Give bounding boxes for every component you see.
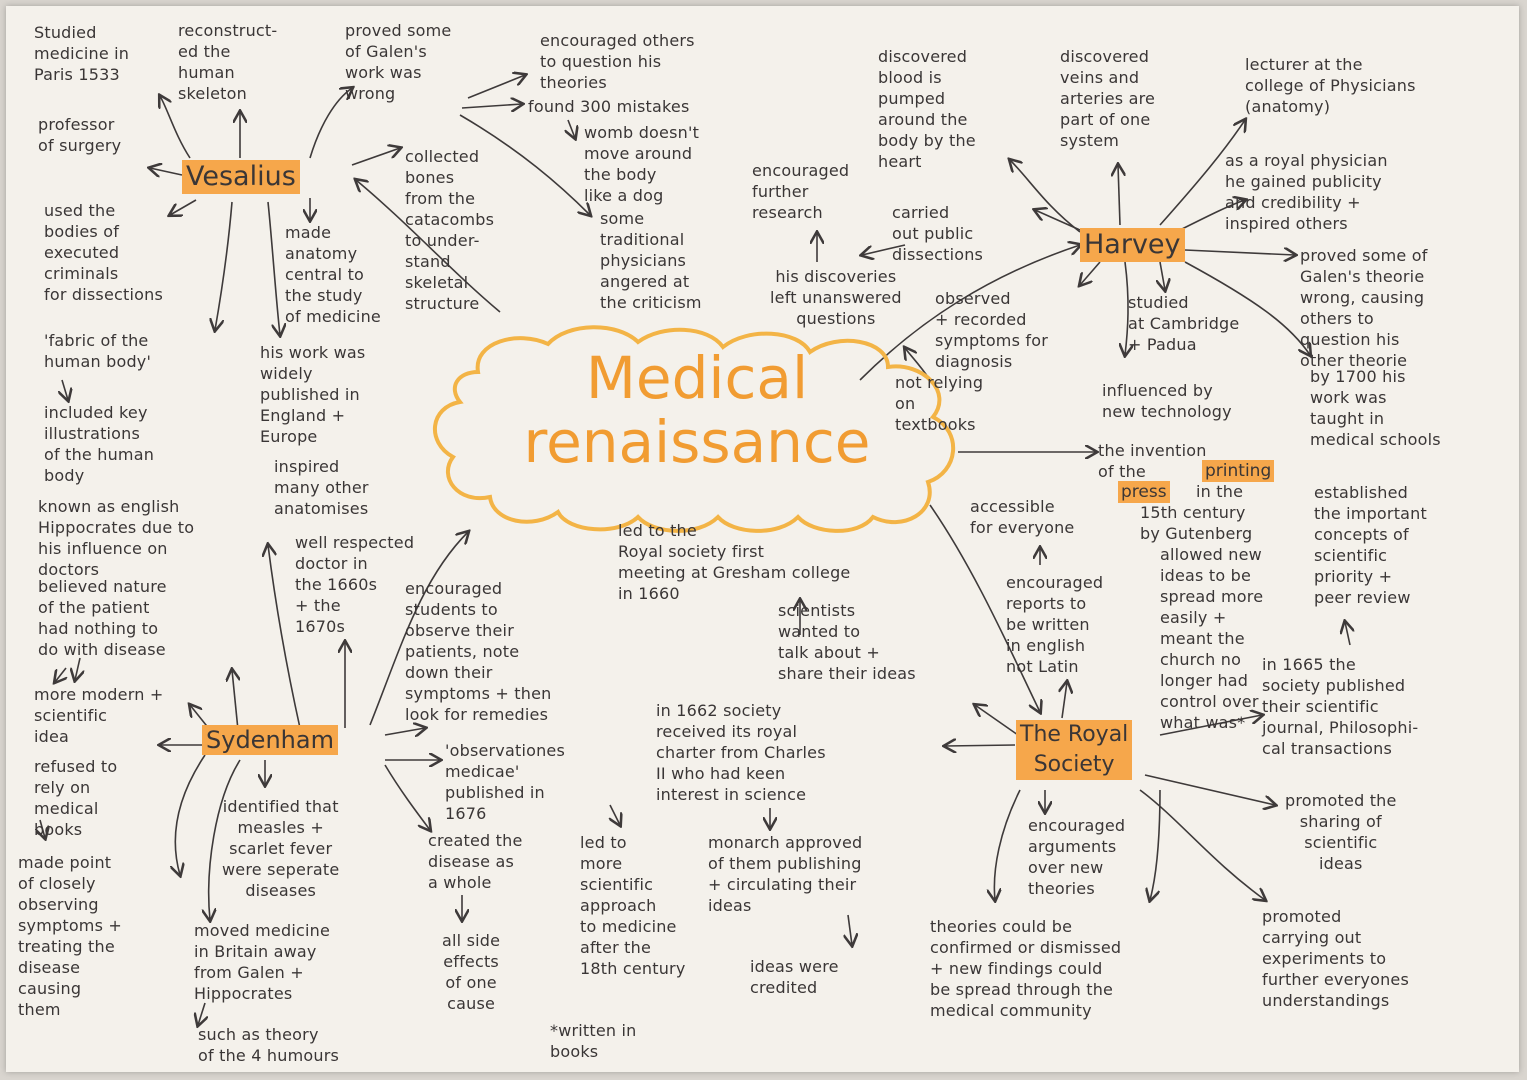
harvey-taught-schools: by 1700 his work was taught in medical s… (1310, 367, 1441, 449)
node-sydenham: Sydenham (202, 725, 338, 755)
vesalius-found-mistakes: found 300 mistakes (528, 97, 690, 116)
royal-society-sharing-ideas: promoted the sharing of scientific ideas (1285, 791, 1397, 873)
harvey-studied-cambridge: studied at Cambridge + Padua (1128, 293, 1240, 354)
vesalius-professor-surgery: professor of surgery (38, 115, 122, 155)
vesalius-proved-galen-wrong: proved some of Galen's work was wrong (345, 21, 452, 103)
printing-highlight: printing (1202, 460, 1275, 482)
royal-society-written-books: *written in books (550, 1021, 637, 1061)
node-vesalius: Vesalius (182, 160, 300, 194)
printing-gutenberg: 15th century by Gutenberg (1140, 503, 1253, 543)
sydenham-refused-books: refused to rely on medical books (34, 757, 118, 839)
harvey-royal-physician: as a royal physician he gained publicity… (1225, 151, 1388, 233)
printing-accessible: accessible for everyone (970, 497, 1075, 537)
harvey-unanswered-questions: his discoveries left unanswered question… (770, 267, 902, 328)
sydenham-measles-scarlet: identified that measles + scarlet fever … (222, 797, 340, 900)
harvey-encouraged-research: encouraged further research (752, 161, 850, 222)
royal-society-ideas-credited: ideas were credited (750, 957, 839, 997)
printing-allowed-ideas: allowed new ideas to be spread more easi… (1160, 545, 1264, 732)
vesalius-executed-criminals: used the bodies of executed criminals fo… (44, 201, 163, 304)
vesalius-illustrations: included key illustrations of the human … (44, 403, 155, 485)
sydenham-disease-whole: created the disease as a whole (428, 831, 523, 892)
harvey-observed-symptoms: observed + recorded symptoms for diagnos… (935, 289, 1049, 371)
harvey-public-dissections: carried out public dissections (892, 203, 984, 264)
sydenham-modern-idea: more modern + scientific idea (34, 685, 164, 746)
node-harvey: Harvey (1080, 228, 1185, 262)
sydenham-encouraged-students: encouraged students to observe their pat… (405, 579, 552, 724)
sydenham-moved-medicine: moved medicine in Britain away from Gale… (194, 921, 330, 1003)
sydenham-well-respected: well respected doctor in the 1660s + the… (295, 533, 415, 636)
vesalius-collected-bones: collected bones from the catacombs to un… (405, 147, 495, 313)
printing-in-the: in the (1196, 482, 1244, 501)
royal-society-scientists: scientists wanted to talk about + share … (778, 601, 916, 683)
royal-society-arguments: encouraged arguments over new theories (1028, 816, 1126, 898)
royal-society-first-meeting: led to the Royal society first meeting a… (618, 521, 851, 603)
central-cloud (433, 325, 956, 533)
vesalius-physicians-angered: some traditional physicians angered at t… (600, 209, 702, 312)
sydenham-nature-patient: believed nature of the patient had nothi… (38, 577, 167, 659)
royal-society-journal: in 1665 the society published their scie… (1262, 655, 1419, 758)
harvey-new-technology: influenced by new technology (1102, 381, 1232, 421)
printing-english-reports: encouraged reports to be written in engl… (1006, 573, 1104, 676)
royal-society-experiments: promoted carrying out experiments to fur… (1262, 907, 1409, 1010)
sydenham-english-hippocrates: known as english Hippocrates due to his … (38, 497, 195, 579)
vesalius-widely-published: his work was widely published in England… (260, 343, 366, 446)
sydenham-side-effects: all side effects of one cause (442, 931, 501, 1013)
royal-society-monarch-approved: monarch approved of them publishing + ci… (708, 833, 863, 915)
royal-society-theories-confirmed: theories could be confirmed or dismissed… (930, 917, 1122, 1020)
node-royal-society: The Royal Society (1016, 720, 1133, 780)
vesalius-studied-paris: Studied medicine in Paris 1533 (34, 23, 130, 84)
printing-invention: the invention of the (1098, 441, 1207, 481)
sydenham-four-humours: such as theory of the 4 humours (198, 1025, 340, 1065)
vesalius-anatomy-central: made anatomy central to the study of med… (285, 223, 381, 326)
vesalius-womb-note: womb doesn't move around the body like a… (584, 123, 700, 205)
sydenham-observationes: 'observationes medicae' published in 167… (445, 741, 566, 823)
press-highlight: press (1118, 481, 1170, 503)
royal-society-royal-charter: in 1662 society received its royal chart… (656, 701, 826, 804)
royal-society-peer-review: established the important concepts of sc… (1314, 483, 1427, 607)
central-title: Medical renaissance (523, 344, 871, 476)
sydenham-scientific-approach: led to more scientific approach to medic… (580, 833, 686, 978)
vesalius-reconstructed-skeleton: reconstruct- ed the human skeleton (178, 21, 278, 103)
vesalius-encouraged-question: encouraged others to question his theori… (540, 31, 695, 92)
harvey-proved-galen: proved some of Galen's theorie wrong, ca… (1300, 246, 1428, 370)
vesalius-fabric-book: 'fabric of the human body' (44, 331, 152, 371)
harvey-lecturer: lecturer at the college of Physicians (a… (1245, 55, 1416, 116)
harvey-not-relying-textbooks: not relying on textbooks (895, 373, 984, 434)
harvey-blood-pumped: discovered blood is pumped around the bo… (878, 47, 976, 171)
harvey-veins-arteries: discovered veins and arteries are part o… (1060, 47, 1156, 150)
vesalius-inspired-anatomists: inspired many other anatomises (274, 457, 369, 518)
sydenham-observing-symptoms: made point of closely observing symptoms… (18, 853, 123, 1019)
